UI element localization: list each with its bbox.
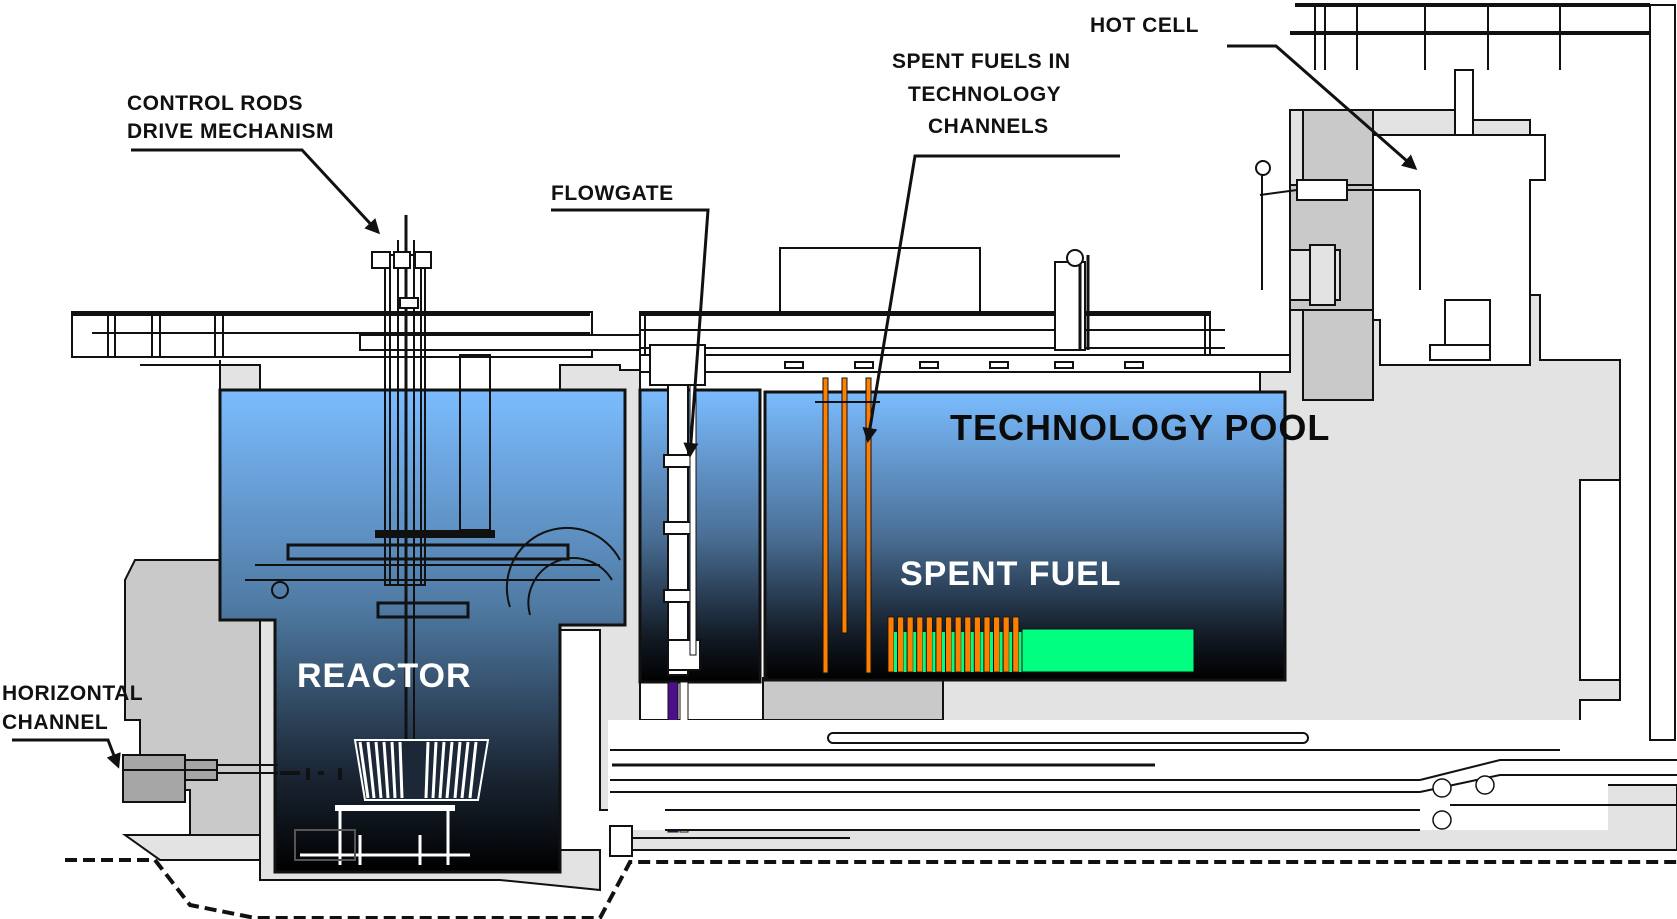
fuel-rod-gap xyxy=(951,632,955,672)
fuel-rod xyxy=(887,616,895,673)
foundation-line xyxy=(65,858,1677,919)
fuel-rod-gap xyxy=(913,632,917,672)
callout-hot-cell: HOT CELL xyxy=(1090,14,1418,170)
fuel-rod xyxy=(926,616,933,673)
fuel-rod xyxy=(916,616,924,673)
fuel-rod xyxy=(935,616,943,673)
callout-hot-cell-label: HOT CELL xyxy=(1090,14,1199,37)
fuel-rod-gap xyxy=(932,632,936,672)
callout-flowgate: FLOWGATE xyxy=(551,182,710,458)
fuel-rod xyxy=(964,616,972,673)
callout-control-rods-line2: DRIVE MECHANISM xyxy=(127,120,334,143)
callout-control-rods-line1: CONTROL RODS xyxy=(127,92,303,115)
fuel-rod-gap xyxy=(903,632,907,672)
fuel-rod-gap xyxy=(970,632,974,672)
reactor-pool xyxy=(218,215,627,874)
callout-spent-fuels-line2: TECHNOLOGY xyxy=(908,83,1061,106)
callout-spent-fuels-channels: SPENT FUELS IN TECHNOLOGY CHANNELS xyxy=(862,50,1120,443)
fuel-rod xyxy=(954,616,962,673)
callout-flowgate-label: FLOWGATE xyxy=(551,182,674,205)
flowgate-channel xyxy=(638,344,762,833)
fuel-rod-gap xyxy=(894,632,897,672)
fuel-rod xyxy=(906,616,914,673)
reactor-core xyxy=(294,739,490,865)
fuel-rod-gap xyxy=(942,632,945,672)
fuel-rod-gap xyxy=(990,632,993,672)
technology-pool-label: TECHNOLOGY POOL xyxy=(950,407,1330,448)
fuel-rod xyxy=(993,616,1000,673)
callout-spent-fuels-line1: SPENT FUELS IN xyxy=(892,50,1071,73)
fuel-rod-gap xyxy=(980,632,984,672)
fuel-rod-gap xyxy=(922,632,926,672)
spent-fuel-block xyxy=(1021,628,1195,673)
fuel-rod xyxy=(983,616,991,673)
fuel-rod xyxy=(897,616,904,673)
callout-horizontal-channel-line1: HORIZONTAL xyxy=(2,682,143,705)
fuel-rod-gap xyxy=(961,632,965,672)
fuel-rod xyxy=(1012,616,1020,673)
callout-control-rods: CONTROL RODS DRIVE MECHANISM xyxy=(127,92,381,235)
walkways xyxy=(71,247,1291,373)
horizontal-channel xyxy=(122,754,278,803)
pipework xyxy=(608,720,1677,857)
fuel-rod-gap xyxy=(1009,632,1013,672)
callout-spent-fuels-line3: CHANNELS xyxy=(928,115,1049,138)
spent-fuel-label: SPENT FUEL xyxy=(900,555,1122,593)
control-rods xyxy=(371,215,495,800)
technology-pool xyxy=(763,377,1287,682)
spent-fuel-rack xyxy=(887,616,1022,673)
technology-channels xyxy=(815,377,880,674)
fuel-rod xyxy=(945,616,952,673)
fuel-rod xyxy=(974,616,981,673)
reactor-label: REACTOR xyxy=(297,657,472,695)
callout-horizontal-channel-line2: CHANNEL xyxy=(2,711,108,734)
fuel-rod-gap xyxy=(999,632,1003,672)
callout-horizontal-channel: HORIZONTAL CHANNEL xyxy=(2,682,143,769)
fuel-rod-gap xyxy=(1018,632,1022,672)
fuel-rod xyxy=(1002,616,1010,673)
hot-cell xyxy=(1255,3,1650,366)
